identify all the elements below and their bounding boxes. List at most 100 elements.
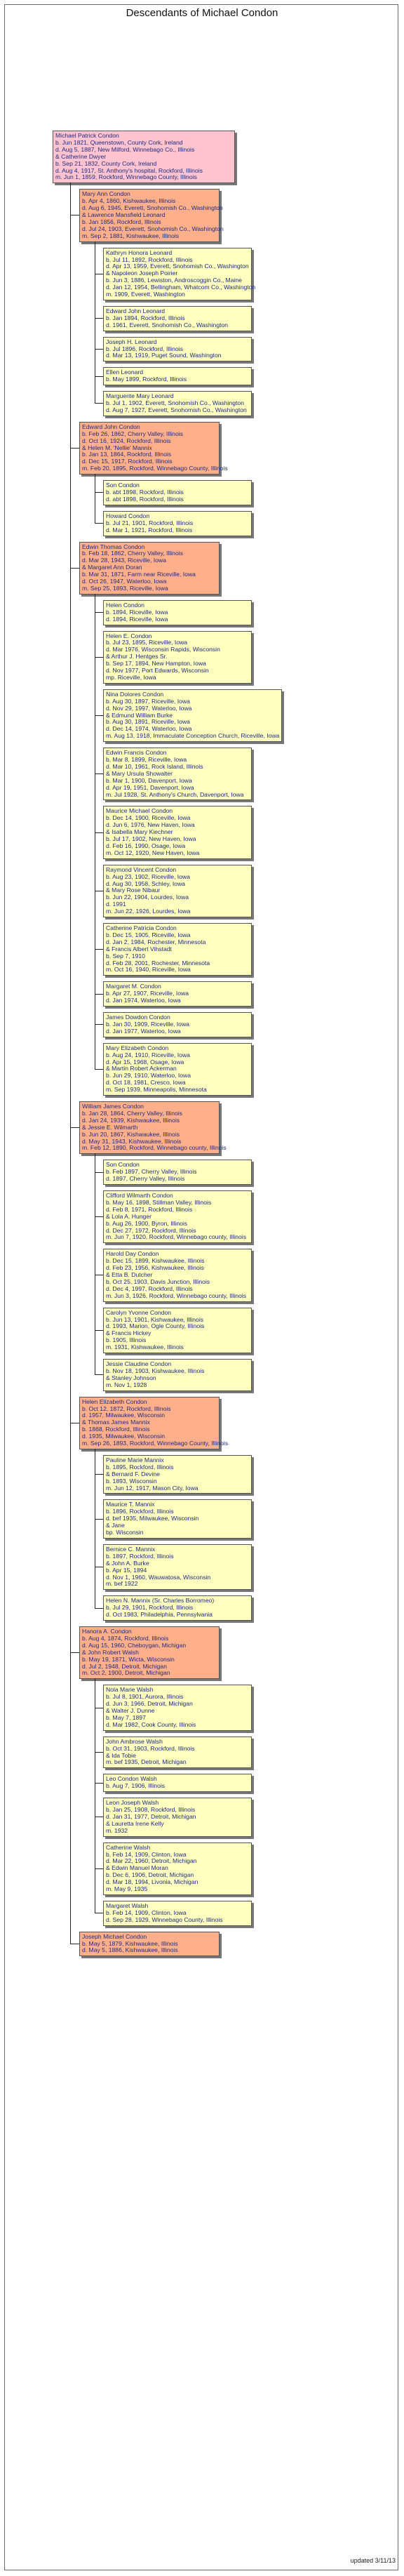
person-line: b. 1893, Wisconsin — [106, 1477, 157, 1485]
person-line: b. Jan 1856, Rockford, Illinois — [82, 218, 161, 225]
person-line: d. Sep 28, 1929, Winnebago County, Illin… — [106, 1916, 223, 1923]
person-line: b. Jul 1, 1902, Everett, Snohomish Co., … — [106, 399, 244, 406]
person-line: & Mary Rose Nibaur — [106, 887, 161, 894]
person-line: m. Jun 12, 1917, Mason City, Iowa — [106, 1484, 198, 1492]
chart-frame — [4, 4, 398, 2570]
person-line: Edwin Thomas Condon — [82, 543, 145, 550]
person-line: d. Dec 4, 1997, Rockford, Illinois — [106, 1284, 193, 1292]
updated-note: updated 3/11/13 — [350, 2557, 396, 2564]
person-line: Edward John Leonard — [106, 307, 166, 314]
person-line: Helen N. Mannix (Sr. Charles Borromeo) — [106, 1597, 215, 1605]
person-line: m. Nov 1, 1928 — [106, 1381, 147, 1388]
person-line: b. Jan 25, 1908, Rockford, Illinois — [106, 1806, 196, 1813]
person-line: b. Jul 21, 1901, Rockford, Illinois — [106, 519, 194, 526]
person-line: b. Feb 14, 1909, Clinton, Iowa — [106, 1908, 187, 1916]
person-line: d. Jul 2, 1948, Detroit, Michigan — [82, 1662, 167, 1670]
person-line: m. bef 1935, Detroit, Michigan — [106, 1758, 187, 1766]
person-line: d. 1961, Everett, Snohomish Co., Washing… — [106, 321, 229, 328]
child-box: Helen N. Mannix (Sr. Charles Borromeo)b.… — [103, 1595, 252, 1621]
person-line: b. Dec 6, 1906, Detroit, Michigan — [106, 1871, 194, 1879]
person-line: b. Sep 21, 1832, County Cork, Ireland — [55, 159, 157, 167]
person-line: d. Jun 3, 1966, Detroit, Michigan — [106, 1700, 193, 1708]
person-line: d. May 31, 1943, Kishwaukee, Illinois — [82, 1137, 182, 1145]
person-line: b. Jun 13, 1901, Kishwaukee, Illinois — [106, 1315, 204, 1323]
person-line: d. Apr 15, 1968, Osage, Iowa — [106, 1058, 184, 1065]
person-line: b. Jul 11, 1892, Rockford, Illinois — [106, 255, 193, 263]
person-line: d. 1957, Milwaukee, Wisconsin — [82, 1412, 165, 1419]
connector-line — [95, 1868, 103, 1869]
person-line: Catherine Patricia Condon — [106, 924, 177, 931]
person-line: & Etta B. Dutcher — [106, 1271, 153, 1279]
person-line: Ellen Leonard — [106, 369, 144, 376]
person-line: b. Apr 15, 1894 — [106, 1566, 147, 1574]
connector-line — [95, 403, 103, 404]
connector-line — [95, 1782, 103, 1784]
person-line: Clifford Wilmarth Condon — [106, 1192, 173, 1199]
person-line: b. Aug 30, 1891, Riceville, Iowa — [106, 718, 190, 726]
person-line: & Lawrence Mansfield Leonard — [82, 211, 166, 219]
connector-line — [95, 1518, 103, 1520]
connector-line — [95, 1374, 103, 1376]
person-line: b. Aug 24, 1910, Riceville, Iowa — [106, 1051, 190, 1058]
person-line: & Helen M. 'Nellie' Mannix — [82, 444, 152, 451]
person-line: & Lauretta Irene Kelly — [106, 1819, 164, 1827]
person-line: m. Sep 25, 1893, Riceville, Iowa — [82, 584, 168, 592]
person-line: m. Oct 2, 1900, Detroit, Michigan — [82, 1669, 170, 1677]
person-line: b. Sep 7, 1910 — [106, 952, 145, 960]
person-line: Raymond Vincent Condon — [106, 865, 177, 873]
person-line: & Ida Tobie — [106, 1751, 136, 1759]
person-line: d. 1991 — [106, 901, 126, 908]
person-line: Hanora A. Condon — [82, 1628, 132, 1635]
person-line: Nola Marie Walsh — [106, 1686, 154, 1694]
person-line: d. Mar 28, 1943, Riceville, Iowa — [82, 557, 166, 564]
person-line: Joseph H. Leonard — [106, 338, 157, 345]
connector-line — [95, 1474, 103, 1475]
person-line: d. Jan 12, 1954, Bellingham, Whatcom Co.… — [106, 284, 256, 291]
person-line: b. abt 1898, Rockford, Illinois — [106, 489, 184, 496]
person-line: Marguerite Mary Leonard — [106, 392, 174, 400]
person-line: m. Sep 2, 1881, Kishwaukee, Illinois — [82, 232, 180, 239]
person-line: Bernice C. Mannix — [106, 1545, 156, 1553]
person-line: b. Dec 14, 1900, Riceville, Iowa — [106, 814, 191, 822]
person-line: b. 1894, Riceville, Iowa — [106, 608, 168, 616]
person-line: b. Aug 4, 1874, Rockford, Illinois — [82, 1634, 169, 1642]
person-line: & John A. Burke — [106, 1559, 149, 1567]
person-line: Margaret M. Condon — [106, 983, 161, 990]
connector-line — [95, 1752, 103, 1753]
person-line: b. Aug 30, 1897, Riceville, Iowa — [106, 697, 190, 705]
person-line: m. Oct 12, 1920, New Haven, Iowa — [106, 849, 200, 856]
person-line: Edward John Condon — [82, 423, 140, 430]
person-line: Son Condon — [106, 1161, 140, 1169]
person-line: b. Aug 23, 1902, Riceville, Iowa — [106, 872, 190, 880]
connector-line — [95, 348, 103, 350]
page-title: Descendants of Michael Condon — [126, 7, 278, 19]
person-line: b. Jul 29, 1901, Rockford, Illinois — [106, 1604, 194, 1612]
person-line: b. 1868, Rockford, Illinois — [82, 1426, 150, 1433]
person-line: & John Robert Walsh — [82, 1648, 139, 1656]
person-line: & Lola A. Hunger — [106, 1212, 152, 1220]
person-line: & Jane — [106, 1522, 125, 1529]
person-line: & Edmund William Burke — [106, 711, 173, 719]
person-line: & Napoleon Joseph Poirier — [106, 270, 178, 277]
person-line: d. May 5, 1886, Kishwaukee, Illinois — [82, 1946, 178, 1954]
person-line: d. Mar 1, 1921, Rockford, Illinois — [106, 526, 193, 533]
person-line: d. Aug 15, 1960, Cheboygan, Michigan — [82, 1641, 187, 1649]
person-line: b. Jun 20, 1867, Kishwaukee, Illinois — [82, 1130, 180, 1138]
person-line: Leon Joseph Walsh — [106, 1799, 159, 1807]
person-line: b. May 1899, Rockford, Illinois — [106, 376, 187, 383]
person-line: b. May 7, 1897 — [106, 1713, 146, 1721]
person-line: b. Jan 30, 1909, Riceville, Iowa — [106, 1020, 189, 1028]
person-line: d. Jan 1977, Waterloo, Iowa — [106, 1027, 181, 1035]
person-line: d. 1897, Cherry Valley, Illinois — [106, 1175, 185, 1183]
